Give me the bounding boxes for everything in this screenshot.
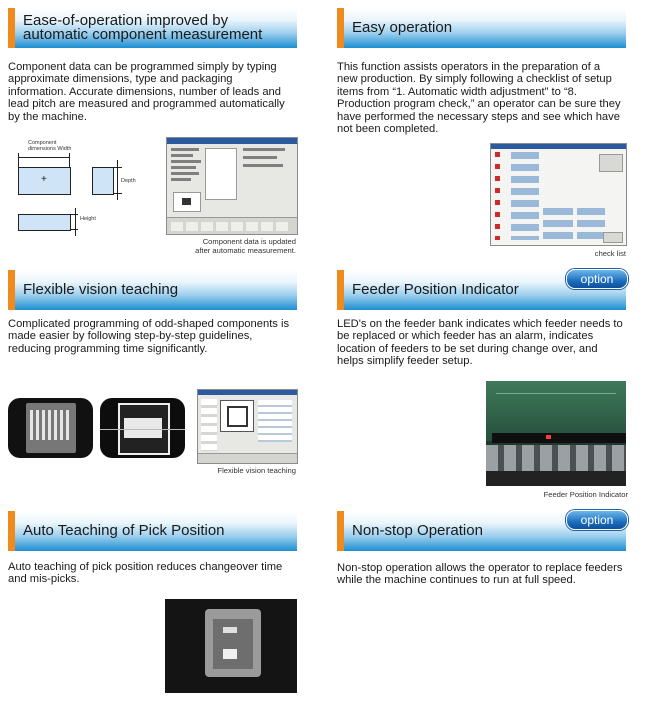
section-body: Non-stop operation allows the operator t… xyxy=(337,562,623,587)
vision-outline-photo xyxy=(100,398,185,458)
section-title: Ease-of-operation improved by automatic … xyxy=(23,12,263,43)
height-label: Height xyxy=(80,216,96,222)
section-title: Auto Teaching of Pick Position xyxy=(23,522,225,539)
section-header-easy-operation: Easy operation xyxy=(337,8,626,48)
depth-label: Depth xyxy=(121,178,136,184)
option-badge: option xyxy=(566,269,628,289)
option-badge: option xyxy=(566,510,628,530)
pick-position-photo xyxy=(165,599,297,693)
odd-shaped-component-photo xyxy=(8,398,93,458)
section-header-vision-teaching: Flexible vision teaching xyxy=(8,270,297,310)
section-body: Component data can be programmed simply … xyxy=(8,61,285,123)
section-body: Auto teaching of pick position reduces c… xyxy=(8,561,283,586)
section-title: Easy operation xyxy=(352,19,453,36)
section-header-auto-teaching: Auto Teaching of Pick Position xyxy=(8,511,297,551)
component-front-view xyxy=(18,214,71,231)
check-list-caption: check list xyxy=(594,249,626,258)
feeder-indicator-caption: Feeder Position Indicator xyxy=(543,490,628,499)
section-title: Flexible vision teaching xyxy=(23,281,179,298)
section-header-non-stop: Non-stop Operation xyxy=(337,511,626,551)
width-label: Component dimensions Width xyxy=(28,140,72,152)
component-data-screenshot xyxy=(166,137,298,235)
vision-teaching-screenshot xyxy=(197,389,298,464)
component-data-caption: Component data is updated after automati… xyxy=(195,237,296,255)
section-title: Feeder Position Indicator xyxy=(352,281,519,298)
section-body: LED's on the feeder bank indicates which… xyxy=(337,318,623,368)
feeder-bank-photo xyxy=(486,381,626,486)
section-title: Non-stop Operation xyxy=(352,522,483,539)
component-side-view xyxy=(92,167,114,195)
vision-teaching-caption: Flexible vision teaching xyxy=(217,466,296,475)
component-top-view: + xyxy=(18,167,71,195)
component-dimension-diagram: Component dimensions Width + Depth Heigh… xyxy=(8,138,158,238)
section-body: Complicated programming of odd-shaped co… xyxy=(8,318,290,355)
section-header-auto-measurement: Ease-of-operation improved by automatic … xyxy=(8,8,297,48)
section-body: This function assists operators in the p… xyxy=(337,61,621,136)
check-list-screenshot xyxy=(490,143,627,246)
